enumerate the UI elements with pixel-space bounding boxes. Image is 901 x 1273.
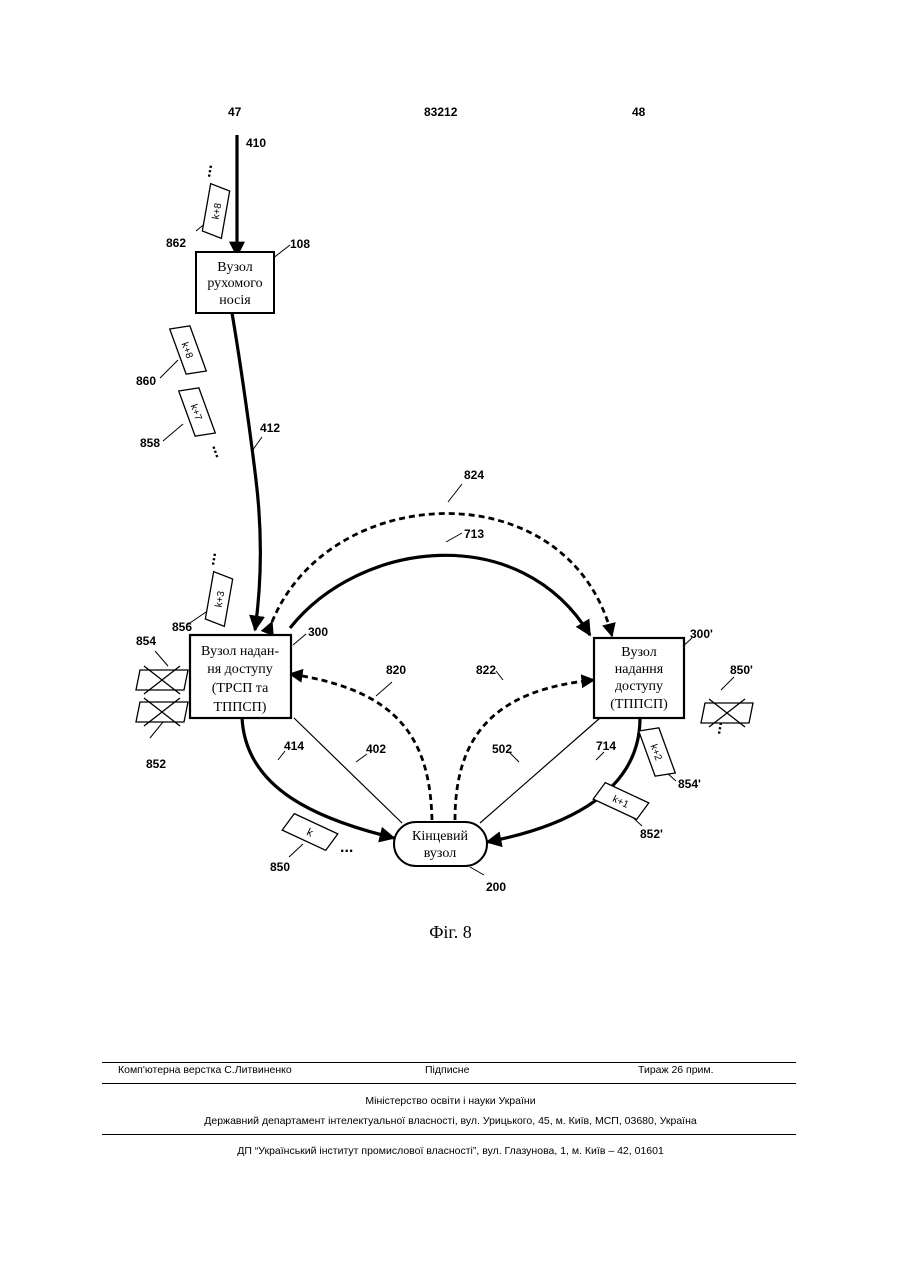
access-left-label-2: ня доступу xyxy=(207,662,273,677)
ref-713: 713 xyxy=(464,527,484,541)
dots-858: ... xyxy=(208,442,229,460)
ref-854: 854 xyxy=(136,634,156,648)
packet-856: k+3 xyxy=(205,572,234,627)
ref-852: 852 xyxy=(146,757,166,771)
ref-852p: 852' xyxy=(640,827,663,841)
access-right-label-2: надання xyxy=(615,662,664,677)
path-502 xyxy=(480,718,600,823)
ref-858: 858 xyxy=(140,436,160,450)
footer-circulation: Тираж 26 прим. xyxy=(638,1064,714,1076)
packet-858: k+7 xyxy=(179,384,216,440)
network-diagram: Вузол рухомого носія Вузол надан- ня дос… xyxy=(0,0,901,1000)
path-412 xyxy=(232,313,260,630)
ref-300p: 300' xyxy=(690,627,713,641)
ref-402: 402 xyxy=(366,742,386,756)
ref-850: 850 xyxy=(270,860,290,874)
mobile-carrier-label-3: носія xyxy=(219,293,251,308)
packet-860: k+8 xyxy=(170,322,207,378)
ref-854p: 854' xyxy=(678,777,701,791)
ref-412: 412 xyxy=(260,421,280,435)
ref-860: 860 xyxy=(136,374,156,388)
access-left-label-3: (ТРСП та xyxy=(212,681,269,696)
access-left-label-1: Вузол надан- xyxy=(201,644,279,659)
access-right-label-3: доступу xyxy=(615,679,663,694)
packet-854-dropped xyxy=(136,666,188,694)
path-713 xyxy=(290,555,590,635)
path-824 xyxy=(272,513,612,636)
path-414 xyxy=(242,717,394,838)
footer-signed: Підписне xyxy=(425,1064,469,1076)
footer-ministry: Міністерство освіти і науки України xyxy=(0,1095,901,1107)
footer-layout: Комп'ютерна верстка С.Литвиненко xyxy=(118,1064,292,1076)
ref-200: 200 xyxy=(486,880,506,894)
footer-rule-top xyxy=(102,1062,796,1063)
ref-714: 714 xyxy=(596,739,616,753)
dots-856: ... xyxy=(201,551,220,567)
footer-department: Державний департамент інтелектуальної вл… xyxy=(0,1115,901,1127)
footer-rule-middle xyxy=(102,1083,796,1084)
ref-862: 862 xyxy=(166,236,186,250)
access-right-label-4: (ТППСП) xyxy=(610,697,668,712)
figure-caption: Фіг. 8 xyxy=(0,922,901,943)
end-node-label-2: вузол xyxy=(424,846,456,861)
footer-institute: ДП “Український інститут промислової вла… xyxy=(0,1145,901,1157)
ref-502: 502 xyxy=(492,742,512,756)
ref-300: 300 xyxy=(308,625,328,639)
mobile-carrier-label-2: рухомого xyxy=(207,276,262,291)
mobile-carrier-label-1: Вузол xyxy=(217,260,252,275)
ref-108: 108 xyxy=(290,237,310,251)
access-right-label-1: Вузол xyxy=(621,645,656,660)
ref-856: 856 xyxy=(172,620,192,634)
ref-824: 824 xyxy=(464,468,484,482)
ref-820: 820 xyxy=(386,663,406,677)
ref-850p: 850' xyxy=(730,663,753,677)
dots-862: ... xyxy=(197,163,216,179)
path-822 xyxy=(455,680,594,820)
packet-852p: k+1 xyxy=(593,781,649,821)
access-left-label-4: ТППСП) xyxy=(214,700,267,715)
footer-rule-bottom xyxy=(102,1134,796,1135)
dots-850: ... xyxy=(340,839,353,856)
ref-822: 822 xyxy=(476,663,496,677)
end-node-label-1: Кінцевий xyxy=(412,829,469,844)
packet-862: k+8 xyxy=(202,184,231,239)
ref-410: 410 xyxy=(246,136,266,150)
packet-854p: k+2 xyxy=(639,724,676,780)
packet-852-dropped xyxy=(136,698,188,726)
ref-414: 414 xyxy=(284,739,304,753)
path-820 xyxy=(290,674,432,820)
path-714 xyxy=(487,718,640,842)
